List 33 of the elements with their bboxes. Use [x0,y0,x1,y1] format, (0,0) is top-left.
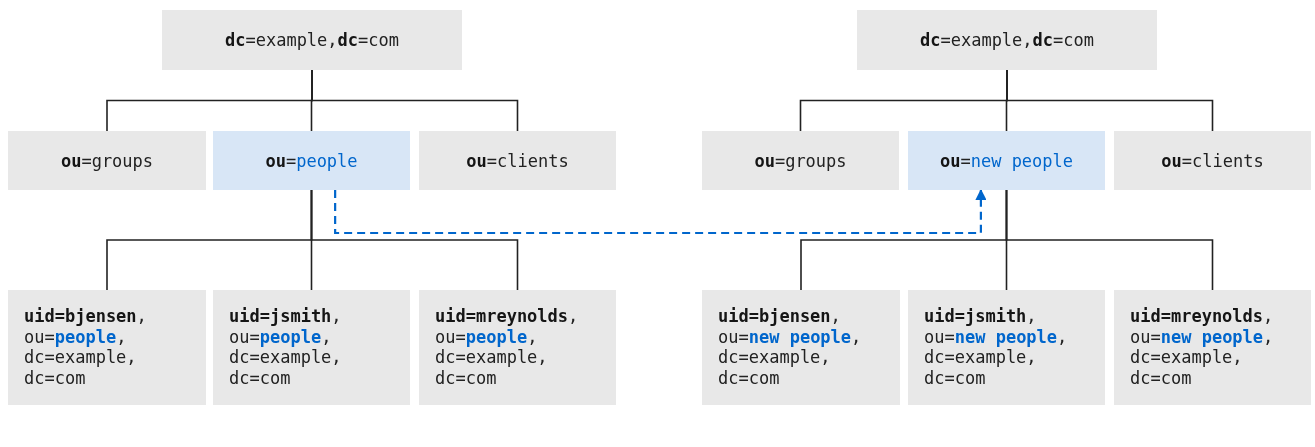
entry-dn-text: ou=new people [939,150,1074,171]
entry-dn-text: ou=groups [60,150,154,171]
arrow [334,188,987,235]
entry-dn-text: uid=bjensen, ou=people, dc=example, dc=com [24,306,148,388]
highlighted-entry-box [908,131,1105,190]
directory-entry-box [702,290,900,405]
directory-entry-box [908,290,1105,405]
directory-entry-box [8,131,206,190]
entry-dn-text: dc=example,dc=com [224,30,399,50]
entry-dn-text: uid=jsmith, ou=people, dc=example, dc=com [229,306,343,388]
entry-dn-text: ou=clients [1161,150,1264,171]
directory-entry-box [702,131,899,190]
tree-connector [1005,189,1214,291]
directory-entry-box [1114,131,1311,190]
directory-entry-box [419,131,616,190]
tree-connector [1006,69,1214,132]
directory-entry-box [419,290,616,405]
entry-dn-text: ou=groups [754,150,847,171]
tree-connector [311,69,519,132]
directory-entry-box [1114,290,1311,405]
entry-dn-text: ou=people [265,150,358,171]
entry-dn-text: uid=bjensen, ou=new people, dc=example, dc=com [718,306,863,388]
directory-entry-box [213,290,410,405]
directory-entry-box [162,10,462,70]
directory-entry-box [857,10,1157,70]
highlighted-entry-box [213,131,410,190]
entry-dn-text: uid=mreynolds, ou=new people, dc=example, dc=com [1130,306,1275,388]
entry-dn-text: uid=jsmith, ou=new people, dc=example, dc=com [924,306,1069,388]
tree-connector [310,189,519,291]
entry-dn-text: ou=clients [466,150,569,171]
directory-entry-box [8,290,206,405]
entry-dn-text: uid=mreynolds, ou=people, dc=example, dc=com [435,306,580,388]
entry-dn-text: dc=example,dc=com [919,30,1094,50]
